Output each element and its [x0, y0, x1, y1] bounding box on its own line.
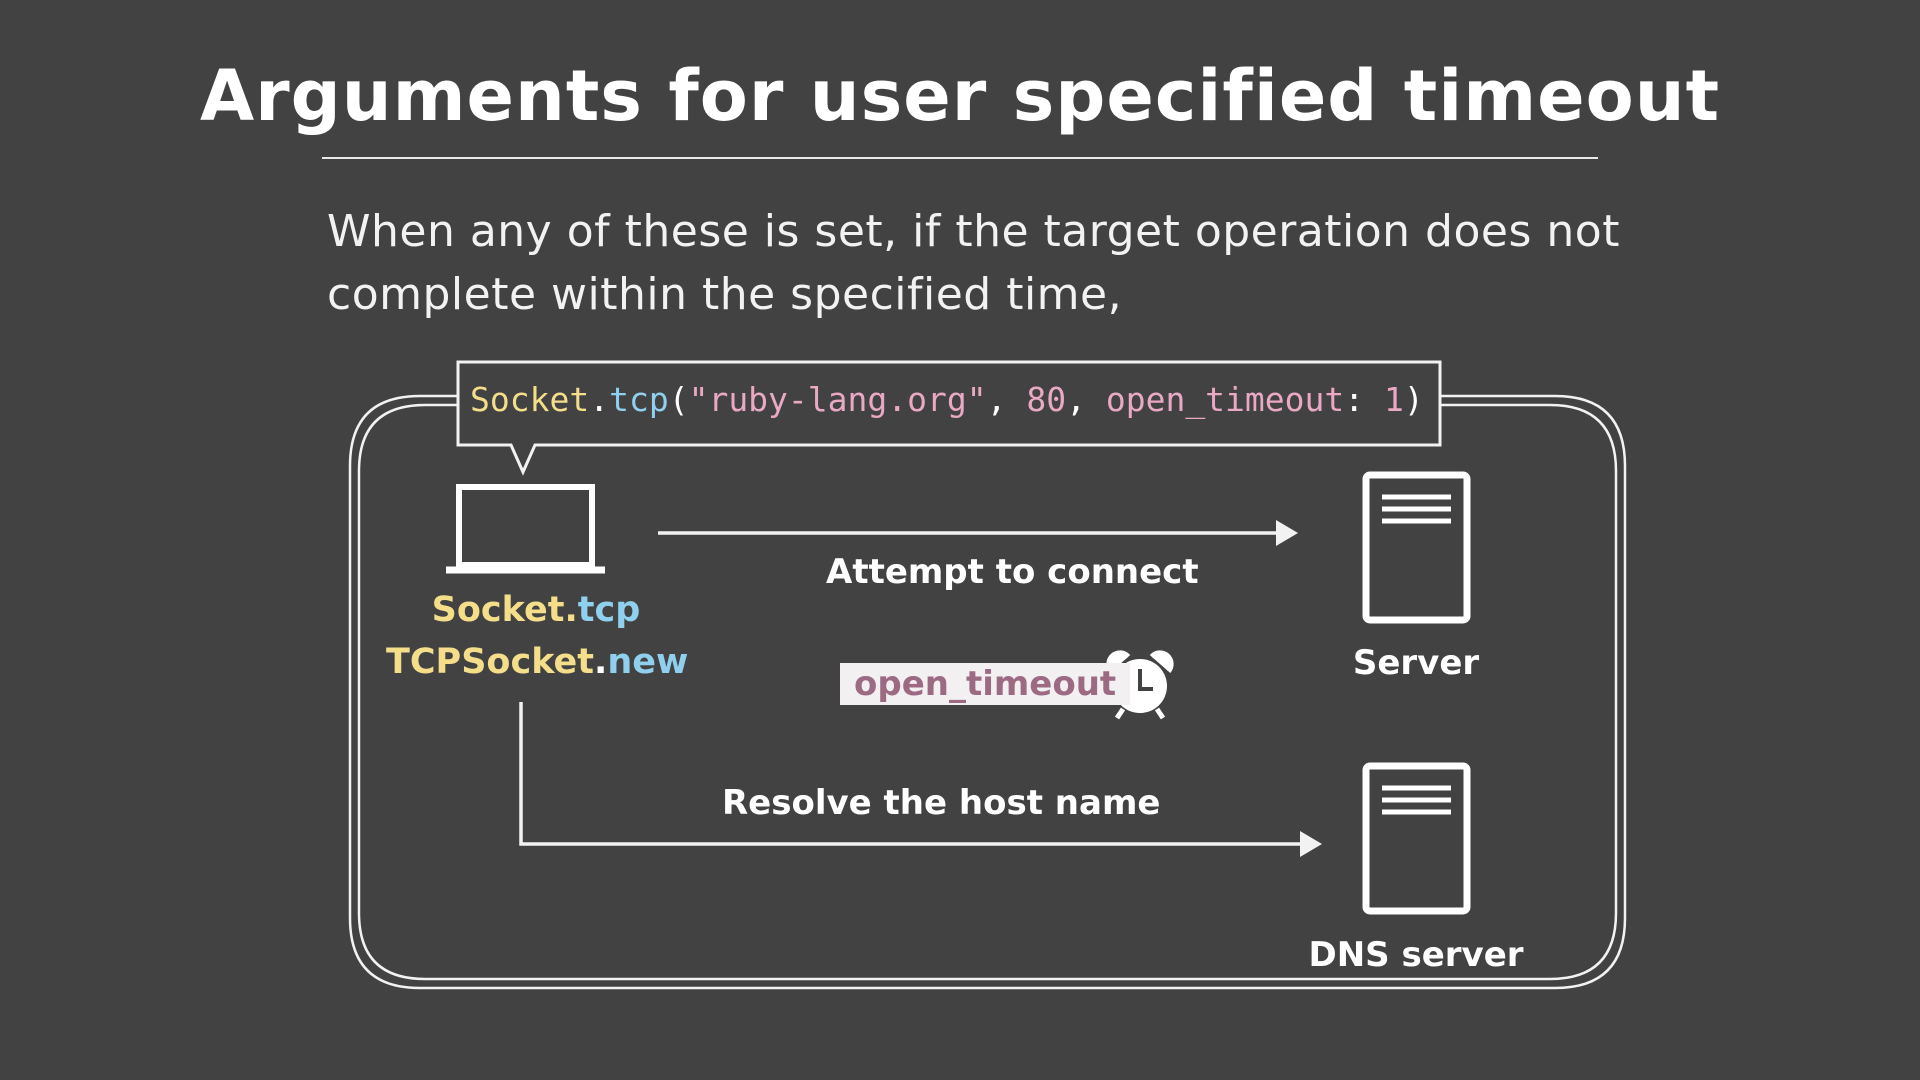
code-close-paren: ): [1403, 380, 1424, 419]
resolve-arrow: [519, 702, 1322, 857]
code-arg-host: "ruby-lang.org": [688, 380, 987, 419]
server-label: Server: [1352, 643, 1480, 683]
code-kwarg: open_timeout: [1105, 380, 1345, 419]
dns-server-icon: [1362, 762, 1471, 915]
open-timeout-tag: open_timeout: [840, 663, 1131, 705]
client-line1-receiver: Socket: [431, 590, 565, 630]
slide-title: Arguments for user specified timeout: [199, 55, 1721, 137]
client-line1-dot: .: [564, 590, 578, 630]
client-line1: Socket.tcp: [386, 584, 686, 636]
code-open-paren: (: [668, 380, 689, 419]
connect-label: Attempt to connect: [826, 552, 1199, 592]
code-snippet: Socket.tcp("ruby-lang.org", 80, open_tim…: [470, 380, 1430, 419]
description-text: When any of these is set, if the target …: [327, 206, 1620, 320]
client-label: Socket.tcp TCPSocket.new: [386, 584, 689, 688]
code-arg-port: 80: [1026, 380, 1067, 419]
code-dot: .: [589, 380, 610, 419]
code-colon: :: [1344, 380, 1385, 419]
client-line2-dot: .: [594, 642, 608, 682]
resolve-label: Resolve the host name: [722, 783, 1161, 823]
outer-frame: [348, 394, 1627, 990]
code-bubble: [456, 360, 1442, 476]
code-receiver: Socket: [470, 380, 590, 419]
title-underline: [322, 157, 1598, 159]
code-kwarg-value: 1: [1384, 380, 1404, 419]
code-sep2: ,: [1066, 380, 1106, 419]
client-line2: TCPSocket.new: [386, 636, 689, 688]
client-line2-method: new: [607, 642, 689, 682]
inner-frame: [357, 403, 1618, 981]
client-line2-receiver: TCPSocket: [386, 642, 595, 682]
laptop-icon: [446, 484, 605, 574]
server-icon: [1362, 471, 1471, 624]
client-line1-method: tcp: [577, 590, 641, 630]
dns-server-label: DNS server: [1308, 935, 1524, 975]
code-sep1: ,: [986, 380, 1027, 419]
code-method: tcp: [609, 380, 669, 419]
connect-arrow: [658, 520, 1298, 546]
